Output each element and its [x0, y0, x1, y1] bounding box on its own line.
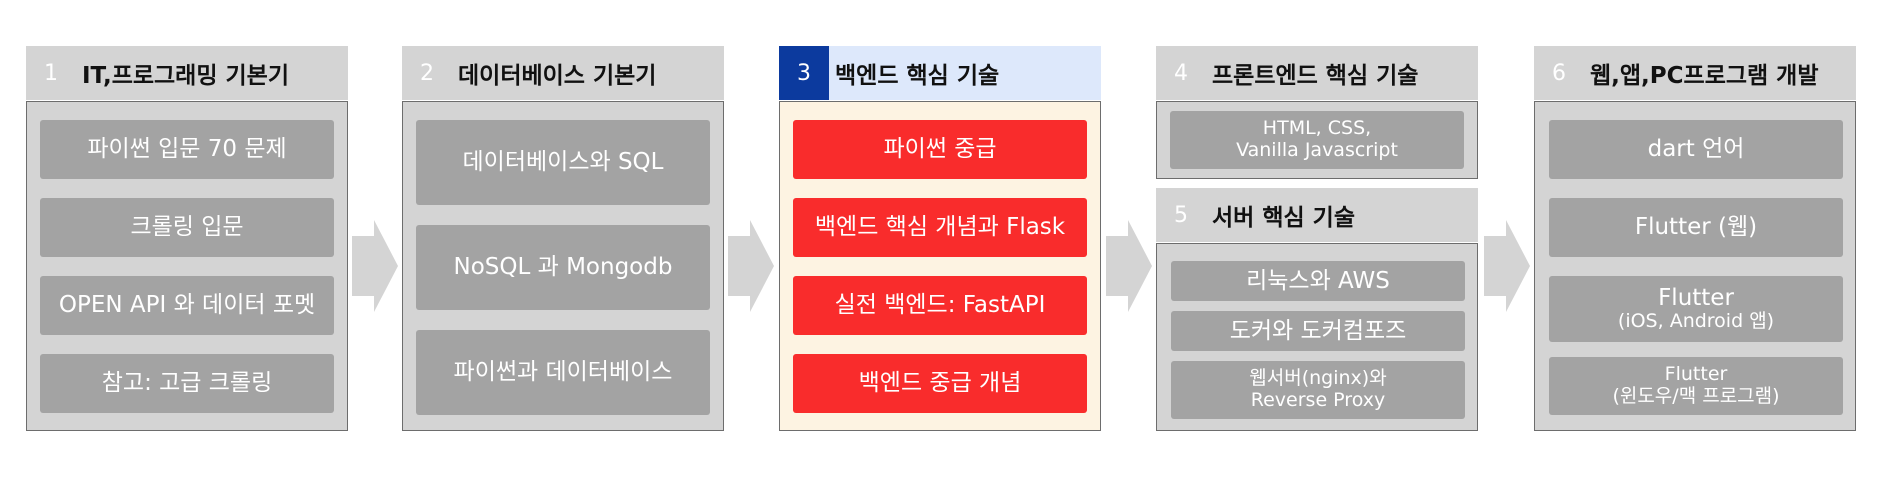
stage-2-item: 파이썬과 데이터베이스 — [416, 330, 710, 415]
flow-arrow-1 — [352, 220, 398, 312]
flow-arrow-3 — [1106, 220, 1152, 312]
stage-2-number: 2 — [420, 60, 434, 86]
stage-3-title: 백엔드 핵심 기술 — [835, 63, 1000, 89]
stage-4-title: 프론트엔드 핵심 기술 — [1212, 63, 1419, 89]
stage-6-panel: dart 언어 Flutter (웹) Flutter (iOS, Androi… — [1534, 101, 1856, 431]
stage-6-title: 웹,앱,PC프로그램 개발 — [1590, 63, 1819, 89]
stage-3-number: 3 — [779, 46, 829, 100]
stage-5-item: 도커와 도커컴포즈 — [1171, 311, 1465, 351]
stage-6-header: 6 웹,앱,PC프로그램 개발 — [1534, 46, 1856, 100]
stage-1-item: 크롤링 입문 — [40, 198, 334, 257]
flow-arrow-2 — [728, 220, 774, 312]
stage-6-item: Flutter (윈도우/맥 프로그램) — [1549, 357, 1843, 415]
stage-1-item: OPEN API 와 데이터 포멧 — [40, 276, 334, 335]
stage-4-panel: HTML, CSS, Vanilla Javascript — [1156, 101, 1478, 179]
stage-6-item: Flutter (웹) — [1549, 198, 1843, 257]
stage-2-item: 데이터베이스와 SQL — [416, 120, 710, 205]
stage-2-title: 데이터베이스 기본기 — [458, 63, 657, 89]
stage-1-number: 1 — [44, 60, 58, 86]
stage-5-item: 웹서버(nginx)와 Reverse Proxy — [1171, 361, 1465, 419]
stage-1-header: 1 IT,프로그래밍 기본기 — [26, 46, 348, 100]
stage-3-item: 백엔드 중급 개념 — [793, 354, 1087, 413]
stage-4-header: 4 프론트엔드 핵심 기술 — [1156, 46, 1478, 100]
stage-6-number: 6 — [1552, 60, 1566, 86]
stage-2-header: 2 데이터베이스 기본기 — [402, 46, 724, 100]
stage-5-header: 5 서버 핵심 기술 — [1156, 188, 1478, 242]
stage-5-title: 서버 핵심 기술 — [1212, 205, 1355, 231]
stage-3-item: 백엔드 핵심 개념과 Flask — [793, 198, 1087, 257]
stage-6-item: Flutter (iOS, Android 앱) — [1549, 276, 1843, 342]
stage-3-item: 실전 백엔드: FastAPI — [793, 276, 1087, 335]
stage-5-panel: 리눅스와 AWS 도커와 도커컴포즈 웹서버(nginx)와 Reverse P… — [1156, 243, 1478, 431]
stage-3-header: 3 백엔드 핵심 기술 — [779, 46, 1101, 100]
stage-5-item: 리눅스와 AWS — [1171, 261, 1465, 301]
stage-4-number: 4 — [1174, 60, 1188, 86]
stage-3-item: 파이썬 중급 — [793, 120, 1087, 179]
stage-4-item: HTML, CSS, Vanilla Javascript — [1170, 111, 1464, 169]
stage-1-item: 파이썬 입문 70 문제 — [40, 120, 334, 179]
stage-2-panel: 데이터베이스와 SQL NoSQL 과 Mongodb 파이썬과 데이터베이스 — [402, 101, 724, 431]
stage-1-item: 참고: 고급 크롤링 — [40, 354, 334, 413]
stage-5-number: 5 — [1174, 202, 1188, 228]
flow-arrow-4 — [1484, 220, 1530, 312]
stage-2-item: NoSQL 과 Mongodb — [416, 225, 710, 310]
stage-6-item: dart 언어 — [1549, 120, 1843, 179]
stage-1-title: IT,프로그래밍 기본기 — [82, 63, 289, 89]
stage-1-panel: 파이썬 입문 70 문제 크롤링 입문 OPEN API 와 데이터 포멧 참고… — [26, 101, 348, 431]
stage-3-panel: 파이썬 중급 백엔드 핵심 개념과 Flask 실전 백엔드: FastAPI … — [779, 101, 1101, 431]
